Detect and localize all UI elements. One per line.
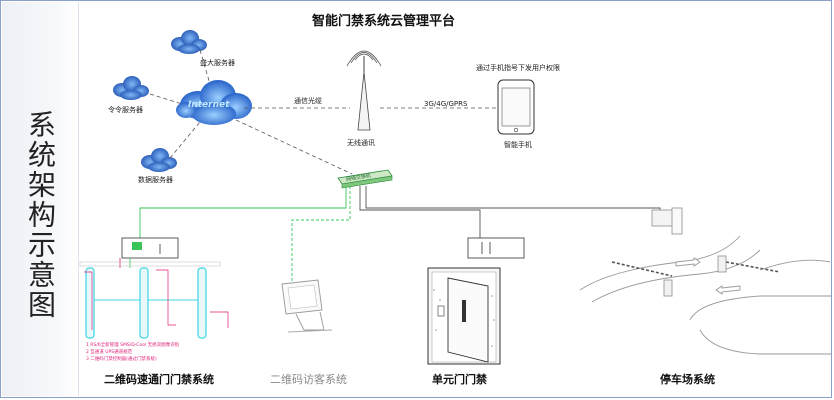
switch-links [139,186,661,282]
caption-parking: 停车场系统 [660,373,715,386]
server-top-label: 盛大服务器 [200,59,235,67]
caption-unit-door: 单元门门禁 [432,373,487,386]
server-cmd-label: 令令服务器 [108,106,143,114]
antenna-label: 无线通讯 [347,139,375,147]
link-mobile-label: 3G/4G/GPRS [424,100,468,108]
server-cloud-cmd-icon [113,76,149,100]
internet-cloud-icon [176,80,252,125]
sidebar: 系统架构示意图 [2,2,79,396]
server-data-label: 数据服务器 [138,176,173,184]
visitor-terminal-icon [281,279,333,333]
server-cloud-data-icon [141,148,177,172]
gate-note-2: 2 互通道 UPS通道规范 [86,350,133,355]
internet-label: Internet [188,100,230,110]
gate-note-1: 1 RS/6全新管理 SMS/D-Cool 无损双图像识别 [86,343,180,348]
phone-top-label: 通过手机指号下发用户权限 [476,64,560,72]
network-dashed-links [149,49,496,175]
sidebar-title: 系统架构示意图 [24,110,57,320]
caption-gate: 二维码速通门门禁系统 [104,373,214,386]
phone-label: 智能手机 [504,141,532,149]
wireless-antenna-icon [346,50,382,131]
link-wireless-label: 通信光缆 [294,97,322,105]
caption-visitor: 二维码访客系统 [270,373,347,386]
turnstile-gates-icon [79,258,229,339]
parking-system-icon [579,207,832,355]
unit-door-icon [427,237,525,365]
server-cloud-top-icon [171,30,207,54]
gate-controller-icon [121,237,179,259]
network-switch-icon [337,169,393,189]
diagram-title: 智能门禁系统云管理平台 [312,14,456,29]
gate-note-3: 3 二维码门禁控制器(通过门禁系统) [86,357,157,362]
smartphone-icon [497,79,535,135]
